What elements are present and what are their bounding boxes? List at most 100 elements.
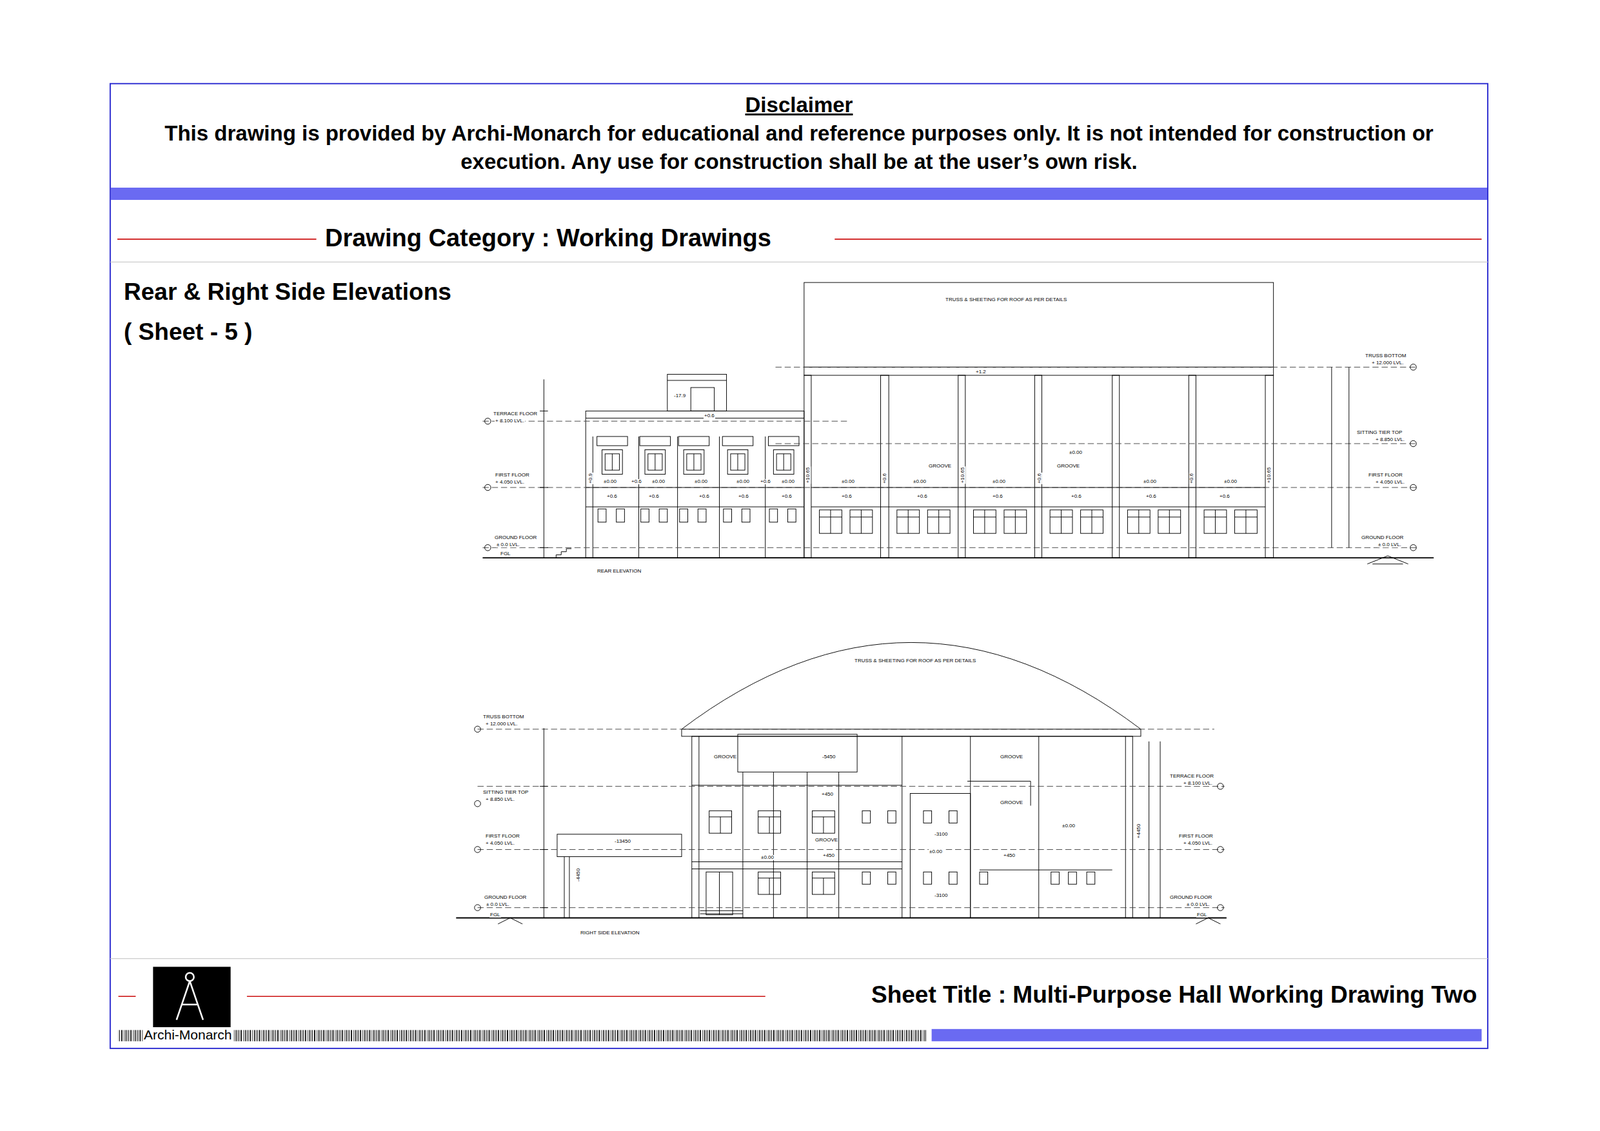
drawing-annotation: + 12.000 LVL. [484, 721, 518, 727]
drawing-annotation: ±0.00 [1068, 450, 1083, 456]
drawing-annotation: -3100 [933, 893, 949, 899]
drawing-annotation: +0.6 [1218, 493, 1231, 500]
drawing-annotation: + 4.050 LVL. [1374, 479, 1406, 485]
drawing-annotation: + 8.850 LVL. [484, 797, 516, 803]
drawing-annotation: +450 [820, 791, 834, 798]
drawing-annotation: +450 [1002, 853, 1016, 859]
drawing-annotation: -5450 [821, 754, 836, 760]
drawing-annotation: ± 0.0 LVL. [1377, 542, 1403, 548]
drawing-annotation: FGL [1196, 912, 1208, 918]
drawing-annotation: -13450 [613, 839, 632, 845]
drawing-annotation: +0.6 [991, 493, 1004, 500]
drawing-annotation: ±0.00 [840, 479, 856, 485]
drawing-annotation: + 8.850 LVL. [1374, 437, 1406, 443]
drawing-annotation: +0.6 [606, 493, 618, 500]
drawing-annotation: ± 0.0 LVL. [485, 902, 511, 908]
drawing-annotation: GROOVE [713, 754, 738, 760]
drawing-annotation: SITTING TIER TOP [1356, 430, 1403, 436]
drawing-annotation: -4450 [575, 868, 582, 883]
drawing-annotation: + 4.050 LVL. [484, 840, 516, 847]
drawing-annotation: ± 0.0 LVL. [1185, 902, 1211, 908]
right-side-elevation [455, 642, 1227, 925]
drawing-annotation: REAR ELEVATION [596, 568, 642, 574]
sheet-label: ( Sheet - 5 ) [123, 318, 253, 347]
drawing-annotation: GROUND FLOOR [1360, 535, 1404, 541]
sheet-label: Archi-Monarch [143, 1027, 233, 1043]
drawing-annotation: ±0.00 [1223, 479, 1238, 485]
drawing-annotation: GROOVE [814, 837, 839, 843]
drawing-annotation: GROOVE [999, 754, 1024, 760]
sheet-label: Drawing Category : Working Drawings [324, 224, 772, 253]
drawing-annotation: ±0.00 [912, 479, 927, 485]
drawing-annotation: ±0.00 [928, 849, 943, 855]
disclaimer-box: DisclaimerThis drawing is provided by Ar… [110, 83, 1488, 188]
drawing-annotation: +0.6 [840, 493, 853, 500]
drawing-annotation: GROUND FLOOR [483, 895, 527, 901]
drawing-annotation: ±0.00 [602, 479, 618, 485]
drawing-annotation: ±0.00 [760, 855, 775, 861]
drawing-annotation: +0.6 [780, 493, 793, 500]
drawing-annotation: ± 0.0 LVL. [495, 542, 521, 548]
drawing-annotation: GROOVE [1056, 463, 1081, 469]
drawing-annotation: +0.6 [759, 479, 772, 485]
drawing-annotation: +0.6 [1145, 493, 1157, 500]
sheet-label: Sheet Title : Multi-Purpose Hall Working… [870, 981, 1478, 1010]
drawing-annotation: + 12.000 LVL. [1371, 360, 1404, 366]
drawing-annotation: +0.6 [1189, 472, 1195, 485]
drawing-annotation: +0.6 [1037, 472, 1043, 485]
drawing-annotation: FIRST FLOOR [1178, 833, 1214, 840]
drawing-annotation: TRUSS BOTTOM [1364, 353, 1407, 359]
drawing-annotation: +0.6 [648, 493, 660, 500]
drawing-annotation: -17.9 [673, 393, 687, 399]
drawing-annotation: FGL [489, 912, 502, 918]
drawing-annotation: ±0.00 [693, 479, 709, 485]
drawing-annotation: FIRST FLOOR [1367, 472, 1404, 478]
disclaimer-text: This drawing is provided by Archi-Monarc… [128, 119, 1470, 177]
drawing-annotation: + 8.100 LVL. [1182, 780, 1214, 787]
drawing-annotation: GROUND FLOOR [493, 535, 538, 541]
drawing-annotation: ±0.00 [735, 479, 751, 485]
drawing-annotation: +10.65 [1266, 466, 1272, 485]
drawing-annotation: +0.6 [630, 479, 643, 485]
drawing-annotation: TERRACE FLOOR [492, 411, 538, 417]
drawing-annotation: TRUSS & SHEETING FOR ROOF AS PER DETAILS [853, 658, 977, 664]
drawing-annotation: +450 [822, 853, 836, 859]
drawing-annotation: +10.65 [805, 466, 811, 485]
drawing-annotation: +10.65 [960, 466, 966, 485]
drawing-annotation: +0.6 [882, 472, 888, 485]
drawing-annotation: +0.6 [703, 413, 716, 419]
drawing-annotation: TRUSS & SHEETING FOR ROOF AS PER DETAILS [944, 297, 1068, 303]
disclaimer-heading: Disclaimer [110, 92, 1488, 119]
drawing-annotation: ±0.00 [1061, 823, 1076, 829]
drawing-annotation: +0.6 [737, 493, 750, 500]
drawing-annotation: + 8.100 LVL. [494, 418, 525, 424]
drawing-annotation: RIGHT SIDE ELEVATION [579, 930, 641, 936]
drawing-annotation: ±0.00 [1142, 479, 1157, 485]
drawing-annotation: ±0.00 [780, 479, 796, 485]
sheet-heading: Rear & Right Side Elevations [123, 278, 453, 307]
rear-elevation [482, 282, 1434, 565]
logo [152, 966, 231, 1028]
drawing-annotation: + 4.050 LVL. [1182, 840, 1214, 847]
drawing-annotation: + 4.050 LVL. [494, 479, 525, 485]
drawing-annotation: GROOVE [999, 800, 1024, 806]
sheet-frame [110, 83, 1488, 1049]
drawing-annotation: FIRST FLOOR [484, 833, 521, 840]
drawing-annotation: GROUND FLOOR [1169, 895, 1213, 901]
drawing-annotation: +1.2 [975, 369, 987, 375]
drawing-annotation: TRUSS BOTTOM [482, 714, 525, 720]
drawing-annotation: ±0.00 [991, 479, 1007, 485]
drawing-annotation: +0.6 [1070, 493, 1083, 500]
drawing-annotation: +0.6 [916, 493, 929, 500]
drawing-annotation: GROOVE [928, 463, 952, 469]
drawing-annotation: FGL [499, 551, 512, 557]
drawing-annotation: ±0.00 [651, 479, 666, 485]
drawing-annotation: -3100 [933, 831, 949, 838]
drawing-annotation: +0.6 [698, 493, 711, 500]
drawing-annotation: TERRACE FLOOR [1169, 773, 1215, 780]
drawing-annotation: +0.9 [588, 472, 594, 485]
drawing-annotation: FIRST FLOOR [494, 472, 531, 478]
drawing-annotation: +4450 [1136, 823, 1142, 840]
drawing-annotation: SITTING TIER TOP [482, 790, 529, 796]
